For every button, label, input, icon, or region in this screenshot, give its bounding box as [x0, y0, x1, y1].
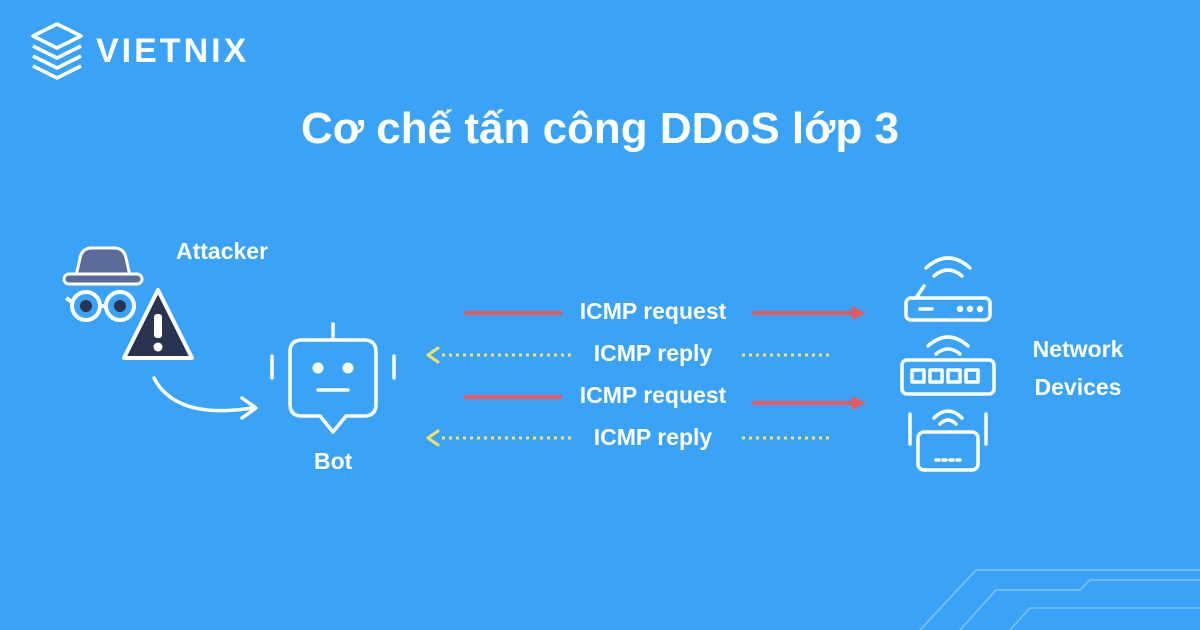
wireless-access-point-icon — [908, 409, 988, 472]
network-label-line2: Devices — [1034, 374, 1122, 400]
reply-arrow — [426, 429, 830, 447]
wifi-router-icon — [904, 256, 992, 322]
hacker-icon — [62, 246, 144, 322]
network-label-line1: Network — [1032, 336, 1124, 362]
request-arrow — [464, 395, 866, 410]
stacked-layers-icon — [31, 22, 83, 80]
bot-label: Bot — [314, 448, 353, 474]
circuit-decoration — [919, 569, 1200, 630]
attacker-to-bot-arrow — [152, 376, 258, 420]
request-arrow — [464, 306, 866, 320]
robot-icon — [270, 322, 396, 434]
page-title: Cơ chế tấn công DDoS lớp 3 — [301, 104, 899, 153]
message-label: ICMP request — [579, 382, 727, 408]
message-arrows — [426, 306, 866, 447]
message-label: ICMP reply — [593, 424, 713, 450]
brand-name: VIETNIX — [96, 31, 250, 70]
brand: VIETNIX — [28, 20, 249, 82]
network-devices-label: Network Devices — [1000, 330, 1156, 406]
warning-icon — [122, 288, 194, 360]
attacker-label: Attacker — [176, 238, 269, 264]
network-switch-icon — [900, 335, 996, 396]
network-devices-icons — [900, 256, 996, 472]
message-label: ICMP request — [579, 298, 727, 324]
reply-arrow — [426, 346, 830, 364]
message-label: ICMP reply — [593, 340, 713, 366]
